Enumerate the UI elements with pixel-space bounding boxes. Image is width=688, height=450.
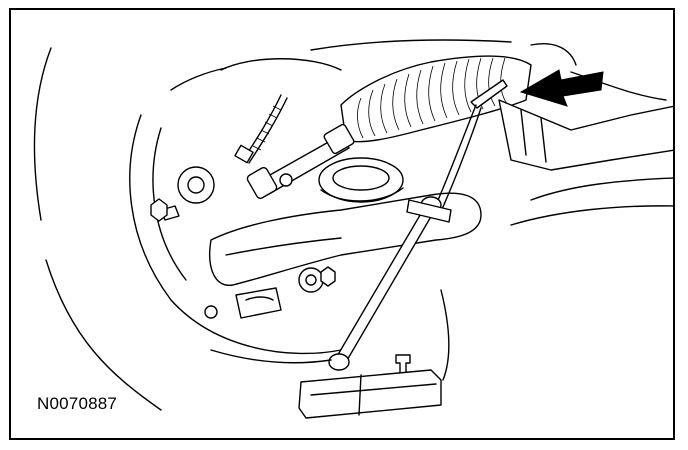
lower-crossmember [210,289,450,419]
illustration-frame: N0070887 [9,8,675,440]
brake-hose [234,94,288,164]
brake-disc [129,58,342,355]
spring-seat [318,157,404,203]
steering-boot [340,55,532,143]
suspension-illustration [33,39,673,419]
bolts [150,198,411,376]
lower-control-arm [209,192,482,319]
tie-rod [246,123,355,199]
stabilizer-link [328,79,508,371]
tire-outline [33,47,162,411]
figure-id-label: N0070887 [37,394,118,413]
subframe [310,39,673,226]
arrow-left-icon [519,69,604,107]
